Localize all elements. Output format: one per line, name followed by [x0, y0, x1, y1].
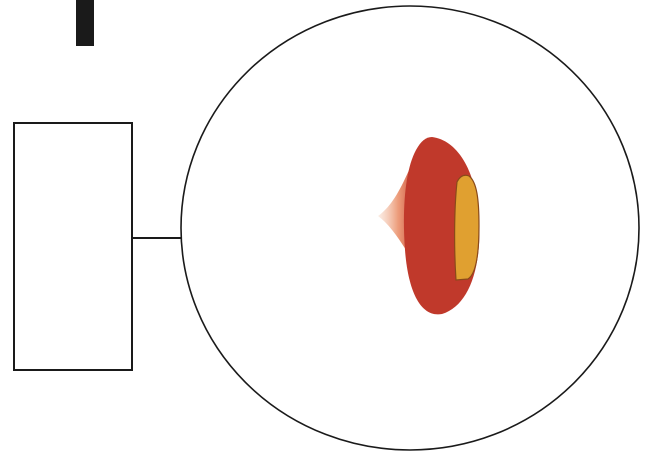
specimen-inner-region — [455, 175, 479, 280]
specimen-box — [14, 123, 132, 370]
marker-bar — [76, 0, 94, 46]
